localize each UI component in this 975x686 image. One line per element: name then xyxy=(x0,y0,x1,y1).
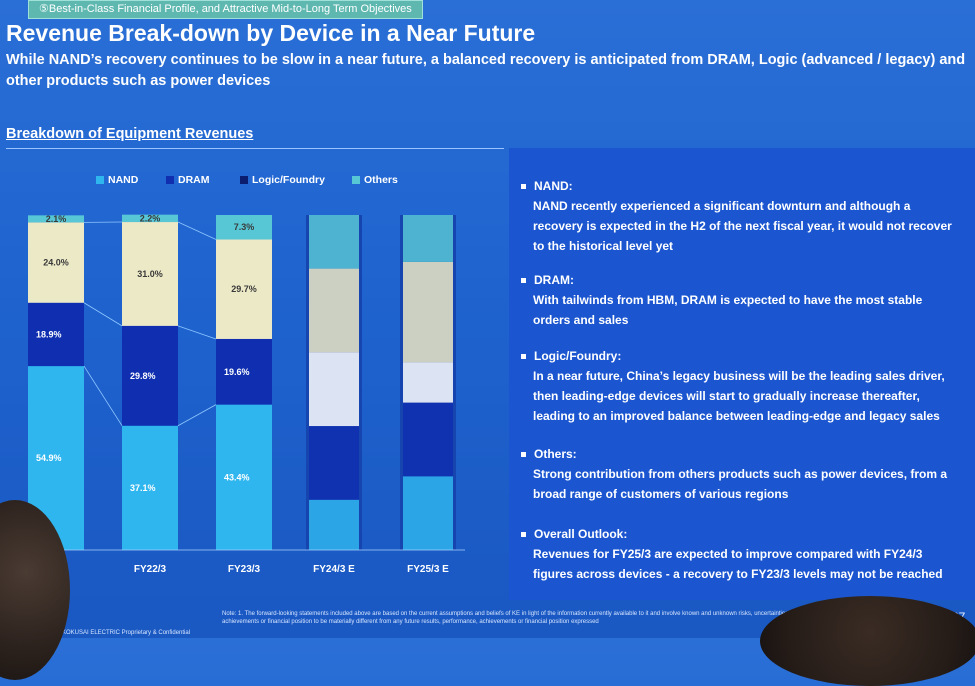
estimate-bar-segment xyxy=(309,215,359,269)
data-label: 2.2% xyxy=(140,213,161,223)
commentary-item-dram: DRAM: With tailwinds from HBM, DRAM is e… xyxy=(521,270,961,330)
legend-label-nand: NAND xyxy=(108,174,138,186)
legend-item-nand: NAND xyxy=(96,174,138,186)
legend-item-dram: DRAM xyxy=(166,174,210,186)
commentary-head: DRAM: xyxy=(534,270,574,290)
connector-line xyxy=(84,303,122,326)
legend-swatch-others xyxy=(352,176,360,184)
audience-head-silhouette xyxy=(760,596,975,686)
bullet-icon xyxy=(521,184,526,189)
commentary-body: In a near future, China’s legacy busines… xyxy=(521,366,961,426)
data-label: 24.0% xyxy=(43,258,69,268)
bullet-icon xyxy=(521,452,526,457)
bullet-icon xyxy=(521,532,526,537)
commentary-head: NAND: xyxy=(534,176,573,196)
estimate-bar-segment xyxy=(309,352,359,426)
data-label: 29.7% xyxy=(231,284,257,294)
commentary-body: Strong contribution from others products… xyxy=(521,464,961,504)
connector-line xyxy=(178,405,216,426)
legend-item-others: Others xyxy=(352,174,398,186)
data-label: 37.1% xyxy=(130,483,156,493)
data-label: 19.6% xyxy=(224,367,250,377)
x-tick-label: FY23/3 xyxy=(228,564,261,575)
commentary-item-others: Others: Strong contribution from others … xyxy=(521,444,961,504)
legend-label-dram: DRAM xyxy=(178,174,210,186)
connector-line xyxy=(178,222,216,239)
bullet-icon xyxy=(521,354,526,359)
estimate-bar-segment xyxy=(403,215,453,262)
data-label: 43.4% xyxy=(224,472,250,482)
bullet-icon xyxy=(521,278,526,283)
confidential-label: KOKUSAI ELECTRIC Proprietary & Confident… xyxy=(62,630,190,636)
connector-line xyxy=(178,326,216,339)
legend-swatch-logic xyxy=(240,176,248,184)
estimate-bar-segment xyxy=(403,476,453,550)
commentary-item-logic: Logic/Foundry: In a near future, China’s… xyxy=(521,346,961,426)
section-divider xyxy=(6,148,504,149)
section-tag: ⑤Best-in-Class Financial Profile, and At… xyxy=(28,0,423,19)
x-tick-label: FY24/3 E xyxy=(313,564,355,575)
estimate-bar-segment xyxy=(309,426,359,500)
commentary-head: Overall Outlook: xyxy=(534,524,627,544)
data-label: 29.8% xyxy=(130,371,156,381)
estimate-bar-segment xyxy=(309,500,359,550)
x-tick-label: FY22/3 xyxy=(134,564,167,575)
page-title: Revenue Break-down by Device in a Near F… xyxy=(6,20,535,47)
commentary-body: NAND recently experienced a significant … xyxy=(521,196,961,256)
estimate-bar-segment xyxy=(403,262,453,363)
commentary-panel: NAND: NAND recently experienced a signif… xyxy=(509,148,975,600)
commentary-body: With tailwinds from HBM, DRAM is expecte… xyxy=(521,290,961,330)
data-label: 7.3% xyxy=(234,222,255,232)
legend-swatch-nand xyxy=(96,176,104,184)
data-label: 18.9% xyxy=(36,329,62,339)
legend-label-logic: Logic/Foundry xyxy=(252,174,325,186)
legend-item-logic: Logic/Foundry xyxy=(240,174,325,186)
estimate-bar-segment xyxy=(403,403,453,477)
estimate-bar-segment xyxy=(403,362,453,402)
estimate-bar-segment xyxy=(309,269,359,353)
data-label: 54.9% xyxy=(36,453,62,463)
page-subtitle: While NAND’s recovery continues to be sl… xyxy=(6,50,968,92)
commentary-item-nand: NAND: NAND recently experienced a signif… xyxy=(521,176,961,256)
chart-section-title: Breakdown of Equipment Revenues xyxy=(6,126,253,142)
x-tick-label: FY25/3 E xyxy=(407,564,449,575)
commentary-head: Others: xyxy=(534,444,577,464)
connector-line xyxy=(84,366,122,426)
equipment-revenue-chart: 54.9% 18.9% 24.0% 2.1% 37.1% 29.8% 31.0% 2.2% 43… xyxy=(0,195,505,595)
data-label: 31.0% xyxy=(137,269,163,279)
data-label: 2.1% xyxy=(46,214,67,224)
legend-swatch-dram xyxy=(166,176,174,184)
legend-label-others: Others xyxy=(364,174,398,186)
commentary-body: Revenues for FY25/3 are expected to impr… xyxy=(521,544,961,584)
commentary-item-outlook: Overall Outlook: Revenues for FY25/3 are… xyxy=(521,524,961,584)
commentary-head: Logic/Foundry: xyxy=(534,346,621,366)
